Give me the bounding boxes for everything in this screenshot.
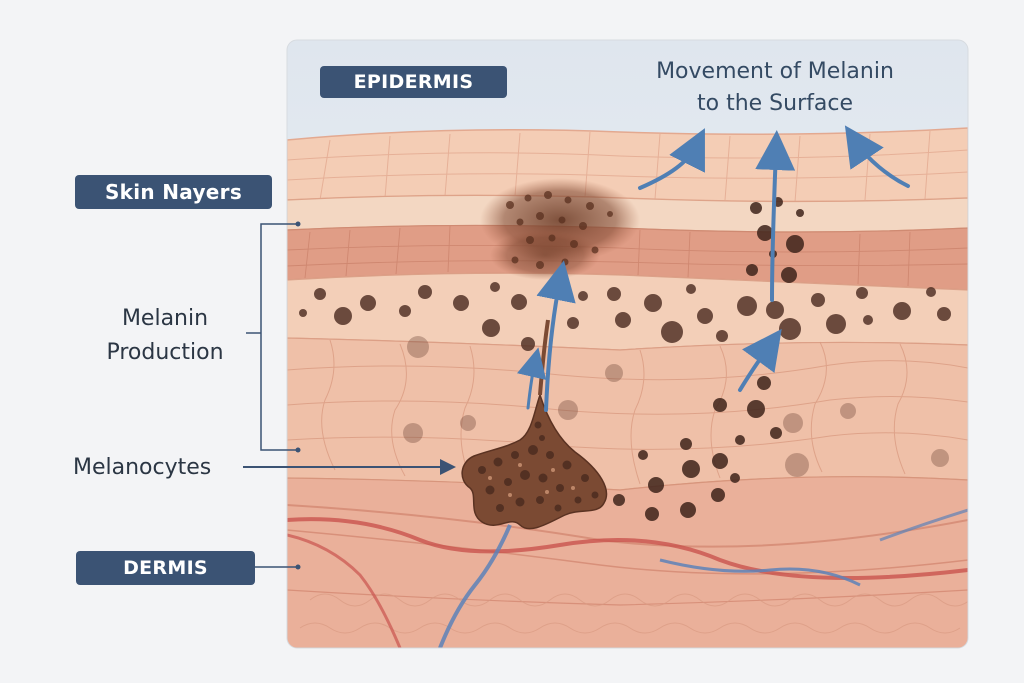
dermis-tag: DERMIS [76, 551, 255, 585]
blood-vessel-red [287, 517, 968, 580]
blood-vessel-blue [438, 524, 512, 648]
melanin-production-line1: Melanin [121, 306, 209, 331]
melanin-granules [299, 282, 951, 351]
movement-title-line2: to the Surface [697, 91, 853, 116]
skin-layers-tag: Skin Nayers [75, 175, 272, 209]
melanocytes-label: Melanocytes [73, 455, 212, 480]
movement-title: Movement of Melanin to the Surface [610, 56, 940, 120]
melanin-movement-arrows [517, 125, 910, 412]
layer-bracket [246, 223, 297, 568]
melanin-production-line2: Production [106, 340, 224, 365]
movement-title-line1: Movement of Melanin [656, 59, 894, 84]
skin-panel [287, 40, 968, 648]
epidermis-tag: EPIDERMIS [320, 66, 507, 98]
melanin-production-label: Melanin Production [85, 302, 245, 370]
